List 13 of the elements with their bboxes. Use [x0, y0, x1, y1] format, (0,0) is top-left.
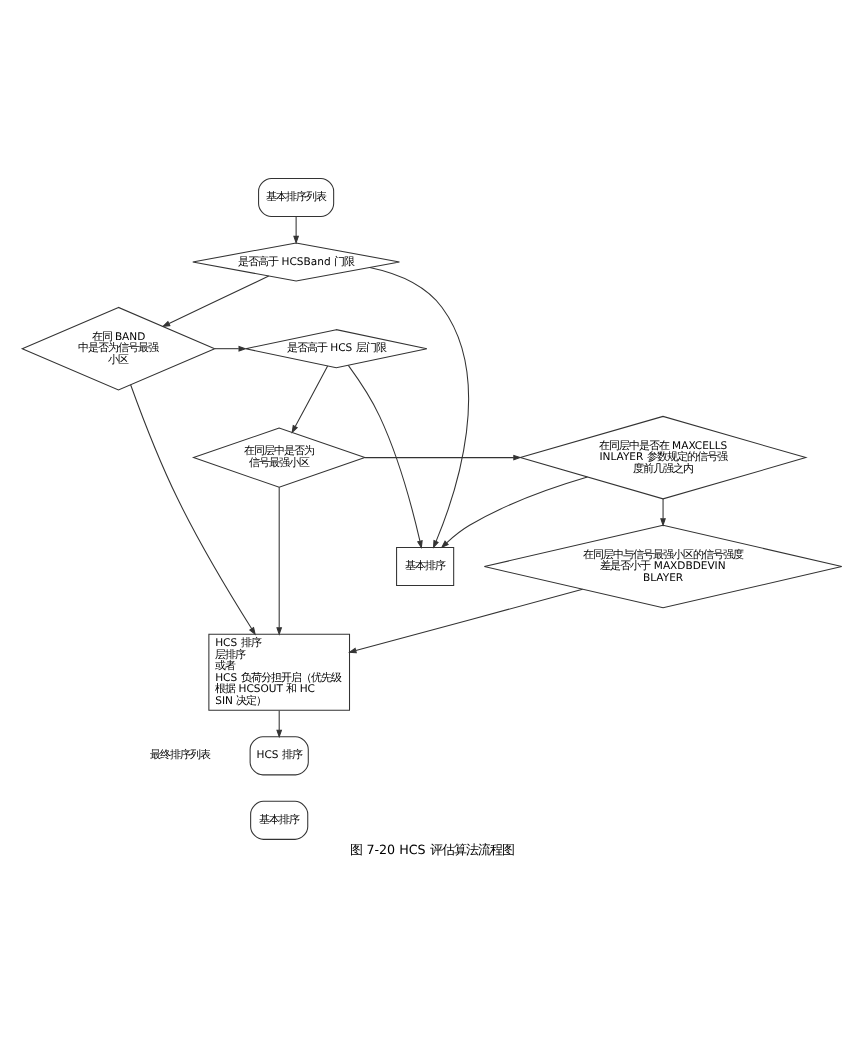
arrow	[290, 364, 328, 433]
arrow	[439, 475, 587, 548]
arrow	[275, 709, 282, 738]
arrow	[129, 383, 255, 635]
arrow	[368, 266, 468, 548]
arrow	[275, 485, 282, 635]
arrow	[659, 497, 666, 526]
arrow	[292, 215, 299, 244]
arrow	[213, 344, 246, 351]
arrow	[347, 587, 583, 653]
arrow	[160, 274, 269, 327]
arrow	[346, 363, 422, 548]
arrow	[363, 453, 521, 460]
